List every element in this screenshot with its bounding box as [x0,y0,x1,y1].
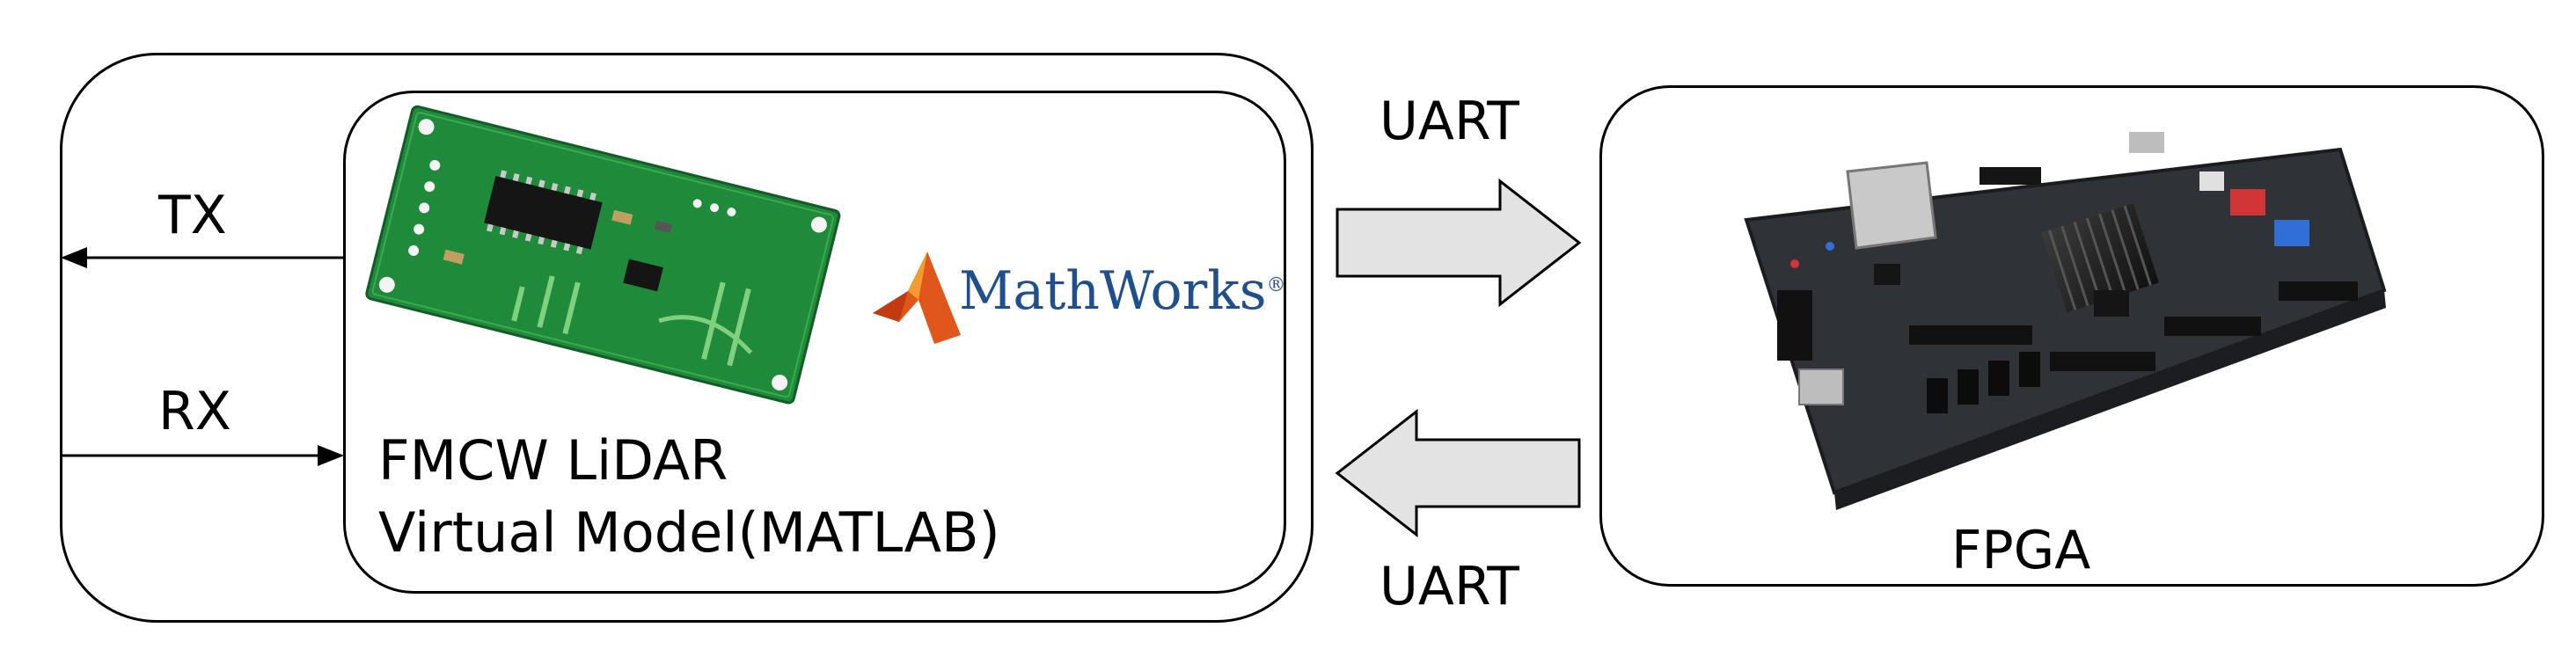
uart-arrow-left [1335,408,1581,538]
uart-top-label: UART [1379,91,1519,152]
tx-label: TX [158,185,227,246]
fpga-box [1599,85,2544,587]
uart-arrow-right [1336,178,1582,308]
fpga-label: FPGA [1951,520,2091,581]
mathworks-wordmark: MathWorks® [959,260,1286,322]
model-label: FMCW LiDAR Virtual Model(MATLAB) [378,428,1000,565]
fpga-board-image [1744,132,2387,510]
mathworks-reg-mark: ® [1266,274,1286,297]
mathworks-name: MathWorks [959,260,1267,322]
sensor-board-image [365,105,841,405]
matlab-model-box [343,91,1286,594]
mathworks-logo-icon [873,252,961,344]
outer-loop-box [60,53,1314,623]
rx-label: RX [158,381,231,442]
uart-bottom-label: UART [1379,556,1519,617]
